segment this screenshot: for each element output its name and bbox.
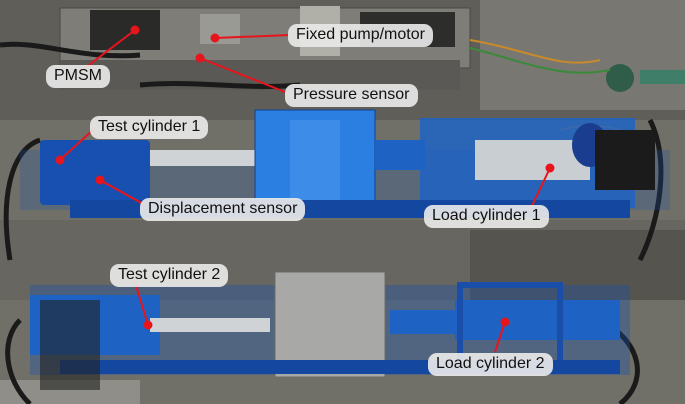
label-test-cylinder-2: Test cylinder 2 (110, 264, 229, 287)
label-load-cylinder-1: Load cylinder 1 (424, 205, 549, 228)
piston-rod-2 (150, 318, 270, 332)
floor-plate-right (480, 0, 685, 110)
hoses (0, 41, 664, 404)
label-pressure-sensor: Pressure sensor (285, 84, 418, 107)
load-cylinder-1-barrel (475, 140, 590, 180)
label-test-cylinder-1: Test cylinder 1 (90, 116, 209, 139)
valve-block (40, 300, 100, 390)
label-pmsm: PMSM (46, 65, 110, 88)
callout-lines (55, 25, 555, 353)
label-load-cylinder-2: Load cylinder 2 (428, 353, 553, 376)
label-fixed-pump-motor: Fixed pump/motor (288, 24, 433, 47)
slide-plate (274, 271, 386, 378)
test-cylinder-1-body (40, 140, 150, 205)
piston-rod-1 (150, 150, 260, 166)
load-cylinder-2-body (455, 300, 620, 340)
label-displacement-sensor: Displacement sensor (140, 198, 306, 221)
valve-green (606, 64, 634, 92)
